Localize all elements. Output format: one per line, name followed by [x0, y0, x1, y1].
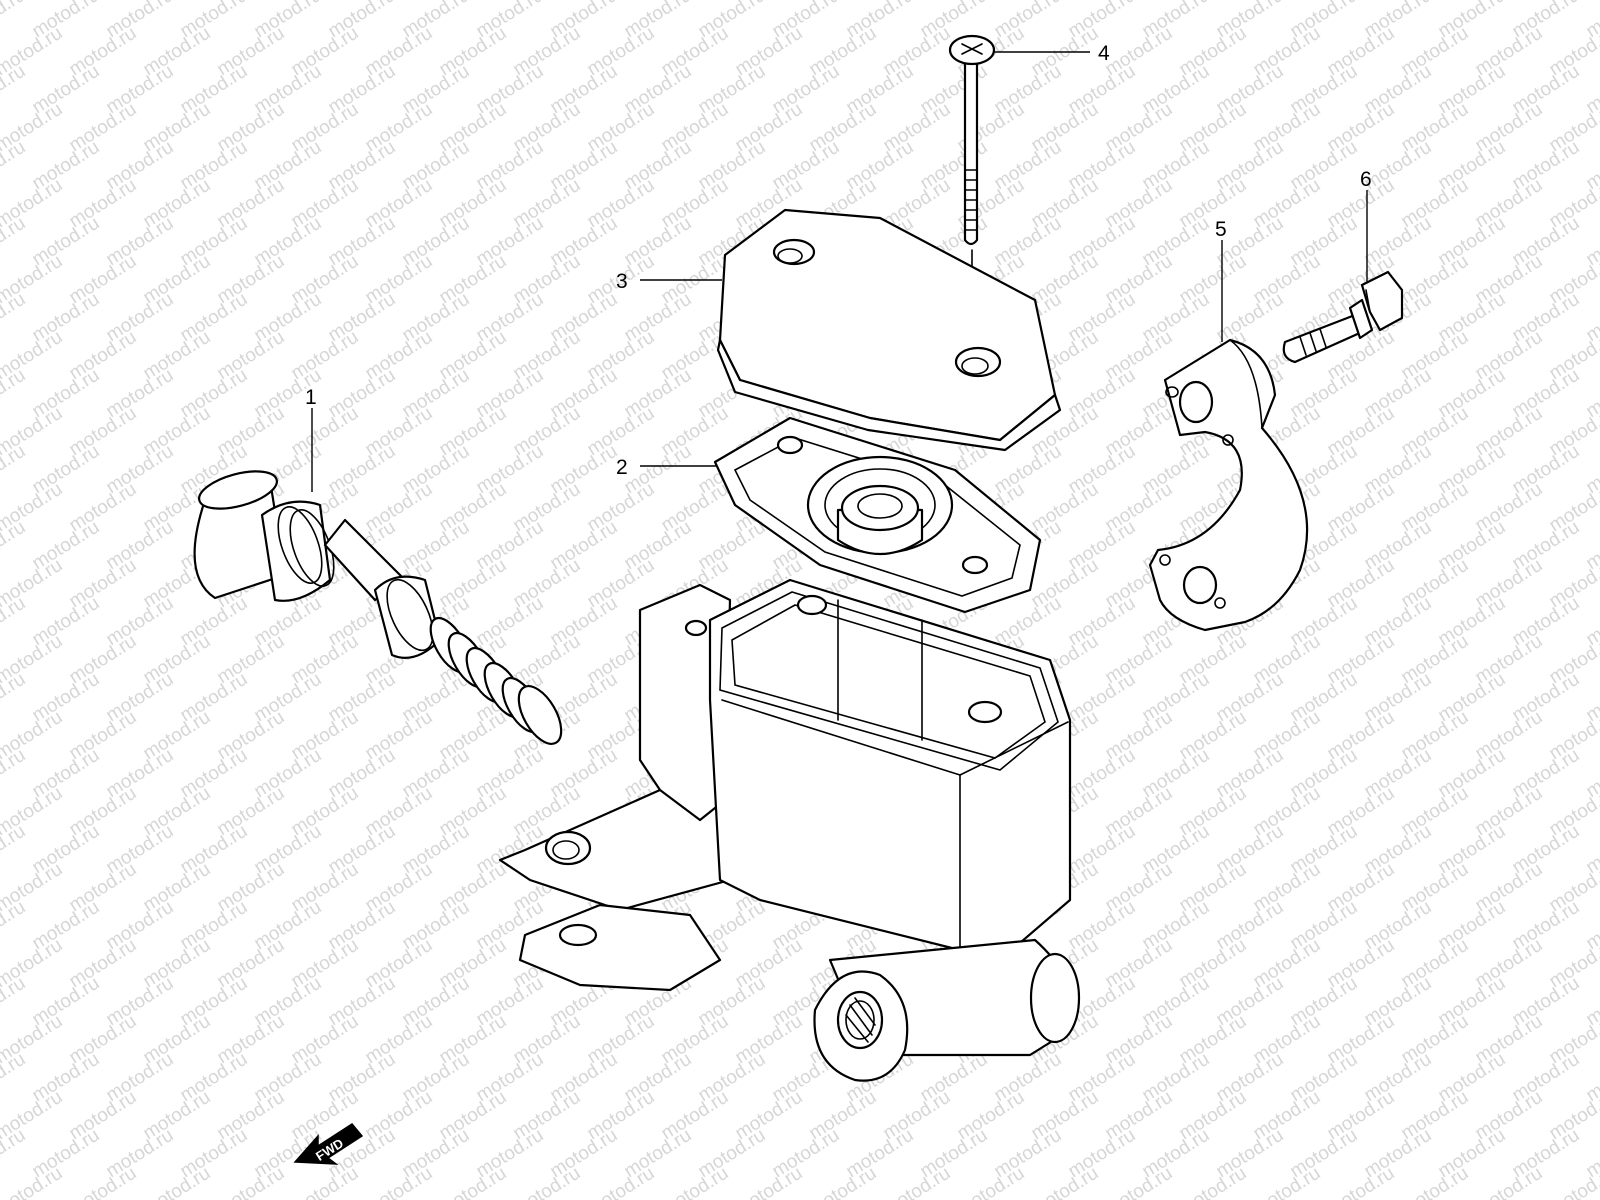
watermark-text: motod.ru — [0, 593, 29, 651]
watermark-text: motod.ru — [0, 441, 29, 499]
callout-3: 3 — [616, 270, 628, 293]
watermark-text: motod.ru — [880, 1163, 955, 1200]
watermark-text: motod.ru — [288, 1163, 363, 1200]
watermark-text: motod.ru — [806, 1163, 881, 1200]
watermark-text: motod.ru — [362, 1163, 437, 1200]
watermark-text: motod.ru — [584, 1163, 659, 1200]
watermark-text: motod.ru — [658, 1163, 733, 1200]
callout-1: 1 — [305, 386, 317, 409]
watermark-text: motod.ru — [0, 137, 29, 195]
watermark-text: motod.ru — [0, 289, 29, 347]
callout-6: 6 — [1360, 168, 1372, 191]
master-cylinder-body — [498, 578, 1081, 1082]
watermark-text: motod.ru — [1250, 1163, 1325, 1200]
leader-lines — [311, 51, 1368, 492]
watermark-text: motod.ru — [510, 1163, 585, 1200]
watermark-text: motod.ru — [436, 1163, 511, 1200]
watermark-text: motod.ru — [0, 821, 29, 879]
watermark-text: motod.ru — [0, 1125, 29, 1183]
part-6-flange-bolt — [1282, 270, 1404, 364]
watermark-text: motod.ru — [1472, 1163, 1547, 1200]
watermark-text: motod.ru — [1398, 1163, 1473, 1200]
watermark-text: motod.ru — [1102, 1163, 1177, 1200]
watermark-text: motod.ru — [1028, 1163, 1103, 1200]
watermark-text: motod.ru — [0, 897, 29, 955]
callout-labels: 4 3 2 1 5 6 — [305, 42, 1372, 479]
watermark-text: motod.ru — [954, 1163, 1029, 1200]
watermark-text: motod.ru — [0, 213, 29, 271]
watermark-text: motod.ru — [0, 365, 29, 423]
part-1-piston-assembly — [193, 470, 563, 745]
watermark-text: motod.ru — [0, 745, 29, 803]
callout-4: 4 — [1098, 42, 1110, 65]
watermark-text: motod.ru — [0, 0, 29, 42]
watermark-text: motod.ru — [0, 973, 29, 1031]
watermark-text: motod.ru — [1324, 1163, 1399, 1200]
part-5-handlebar-clamp — [1148, 338, 1309, 632]
callout-5: 5 — [1215, 218, 1227, 241]
watermark-text: motod.ru — [0, 1049, 29, 1107]
watermark-text: motod.ru — [1176, 1163, 1251, 1200]
watermark-text: motod.ru — [0, 669, 29, 727]
watermark-text: motod.ru — [140, 1163, 215, 1200]
watermark-text: motod.ru — [66, 1163, 141, 1200]
part-3-reservoir-cap — [716, 208, 1062, 452]
piston-spring — [429, 616, 563, 745]
part-2-diaphragm — [713, 416, 1042, 614]
watermark-text: motod.ru — [0, 517, 29, 575]
callout-2: 2 — [616, 456, 628, 479]
watermark-text: motod.ru — [214, 1163, 289, 1200]
watermark-text: motod.ru — [732, 1163, 807, 1200]
watermark-text: motod.ru — [0, 61, 29, 119]
